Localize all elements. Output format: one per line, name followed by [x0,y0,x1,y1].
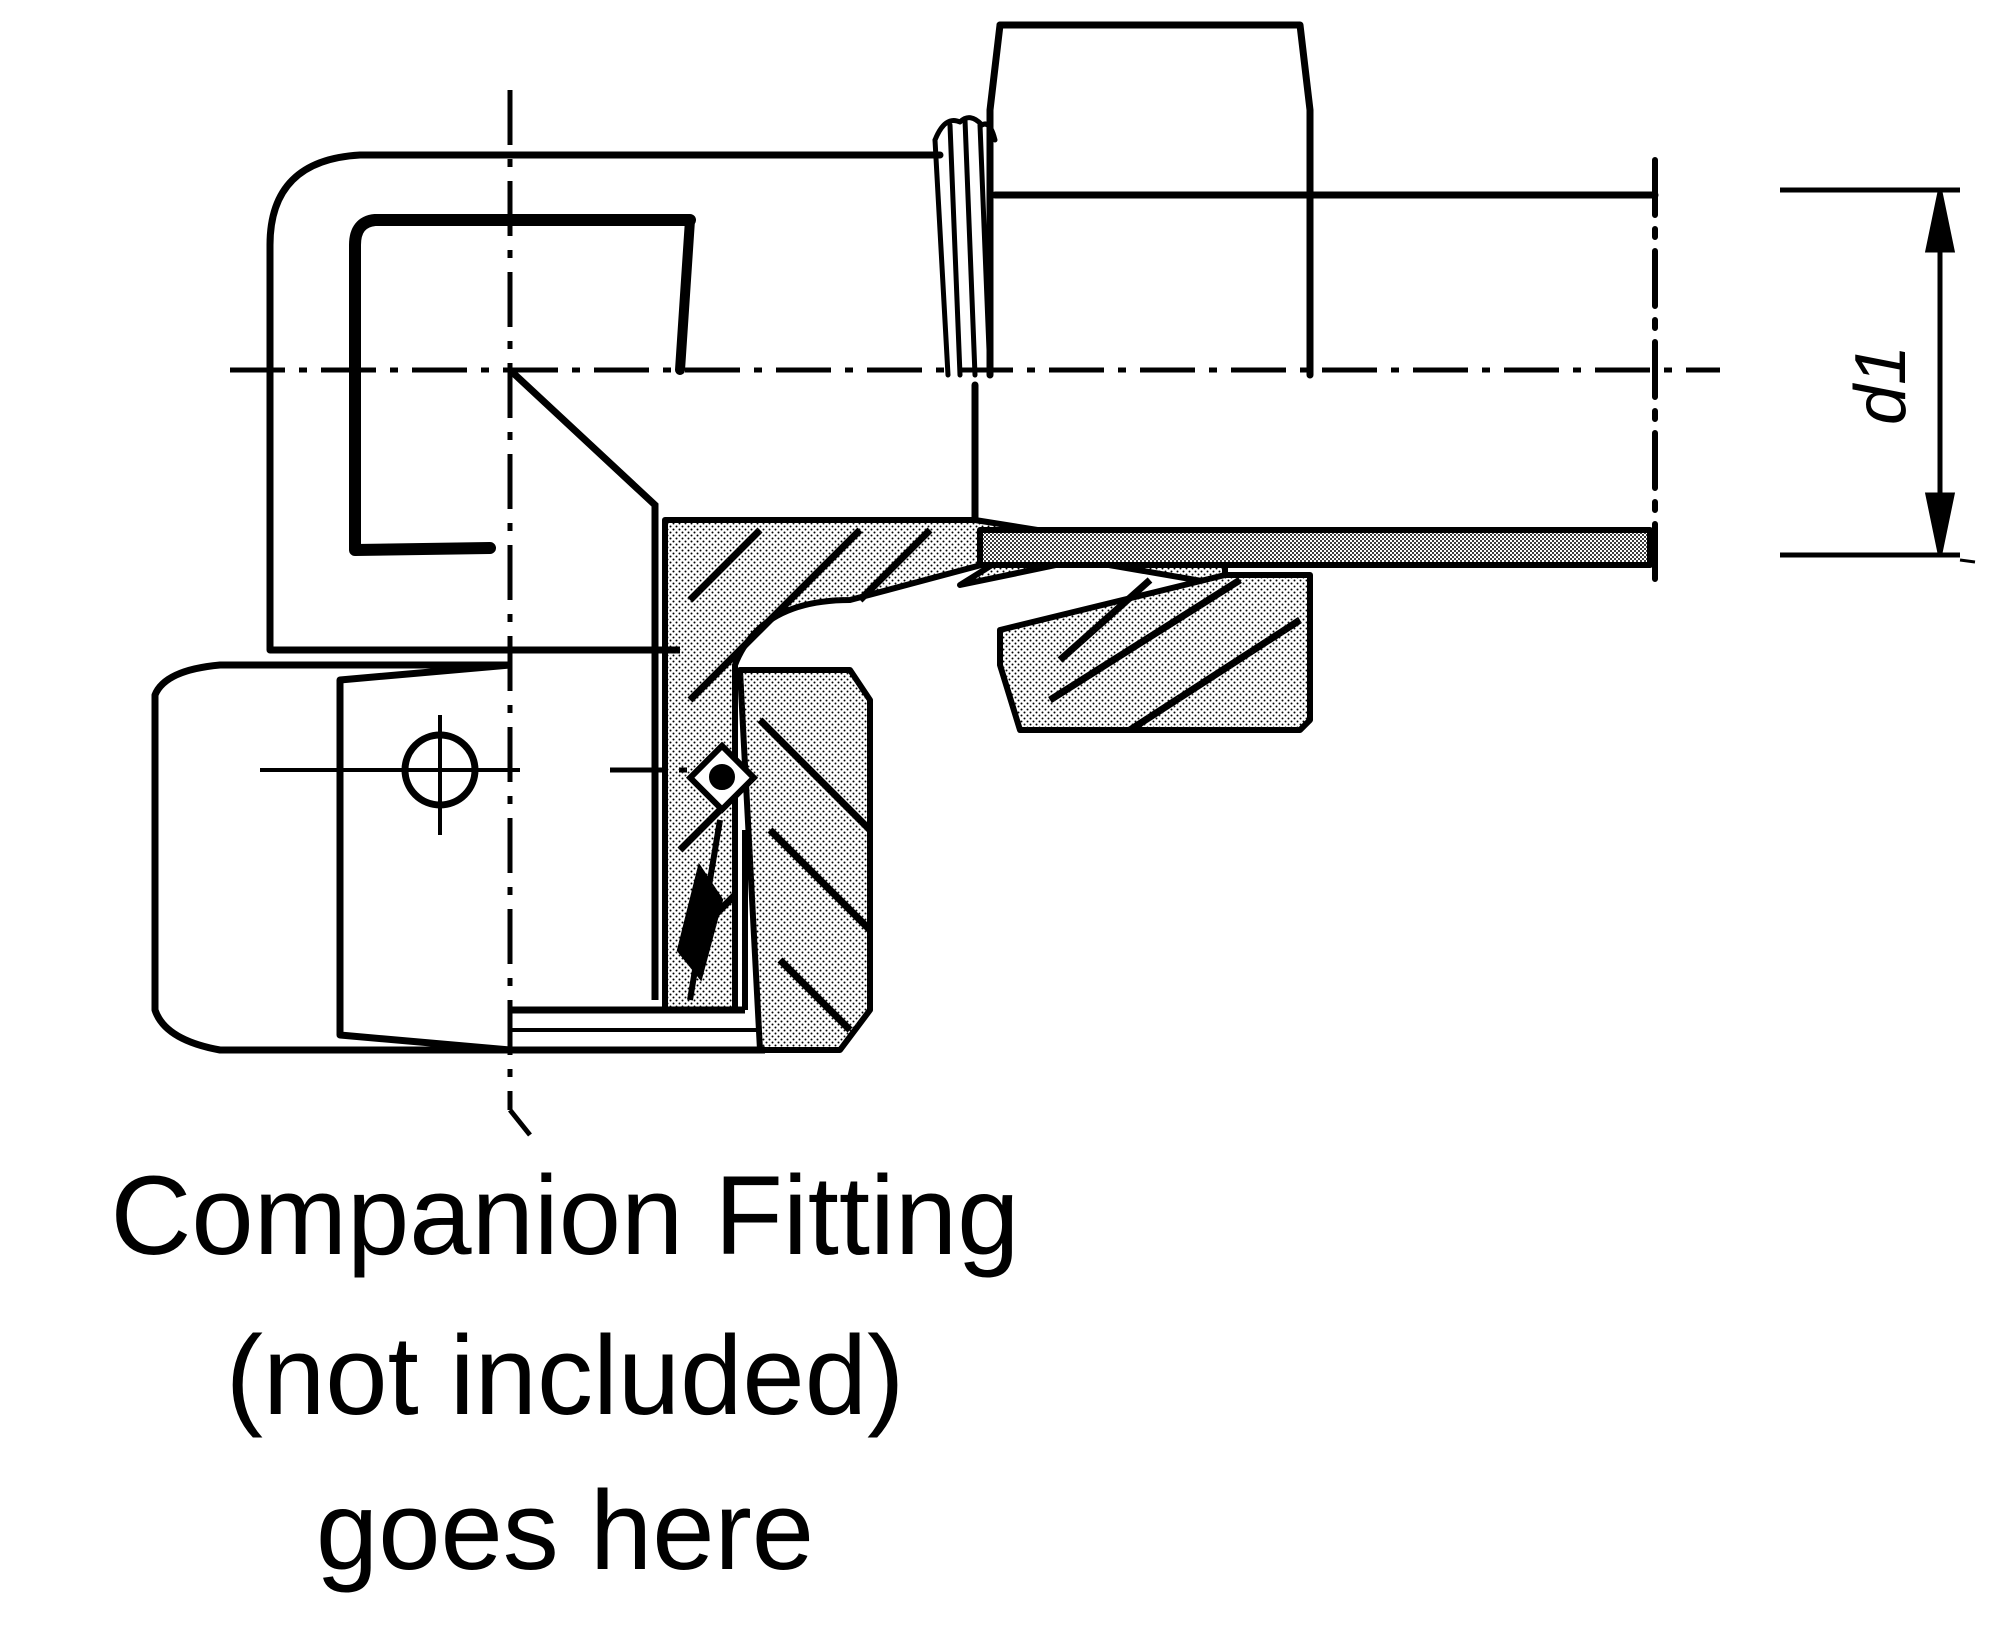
right-nut-left [986,21,1004,379]
thread-lines [932,115,998,378]
elbow-bore-right [675,215,695,375]
tube-wall-section [977,527,1653,568]
dimension-label-d1: d1 [1841,345,1921,425]
lower-nut-section [737,667,873,1053]
section-hatch [662,517,1653,1053]
elbow-inner-bore [349,214,696,556]
center-lines [230,90,1720,1137]
dimension-d1 [1780,187,1976,564]
caption-line-2: (not included) [225,1313,905,1438]
caption-line-1: Companion Fitting [110,1153,1020,1278]
right-nut-section [997,572,1313,733]
lower-hex-nut [151,646,680,1054]
right-nut-outline [996,21,1314,379]
caption-line-3: goes here [315,1468,815,1593]
o-ring-detail [676,741,759,1010]
vertical-port [507,367,765,1054]
elbow-body-outline [266,151,944,654]
hatch-diagonals [677,527,1302,1033]
